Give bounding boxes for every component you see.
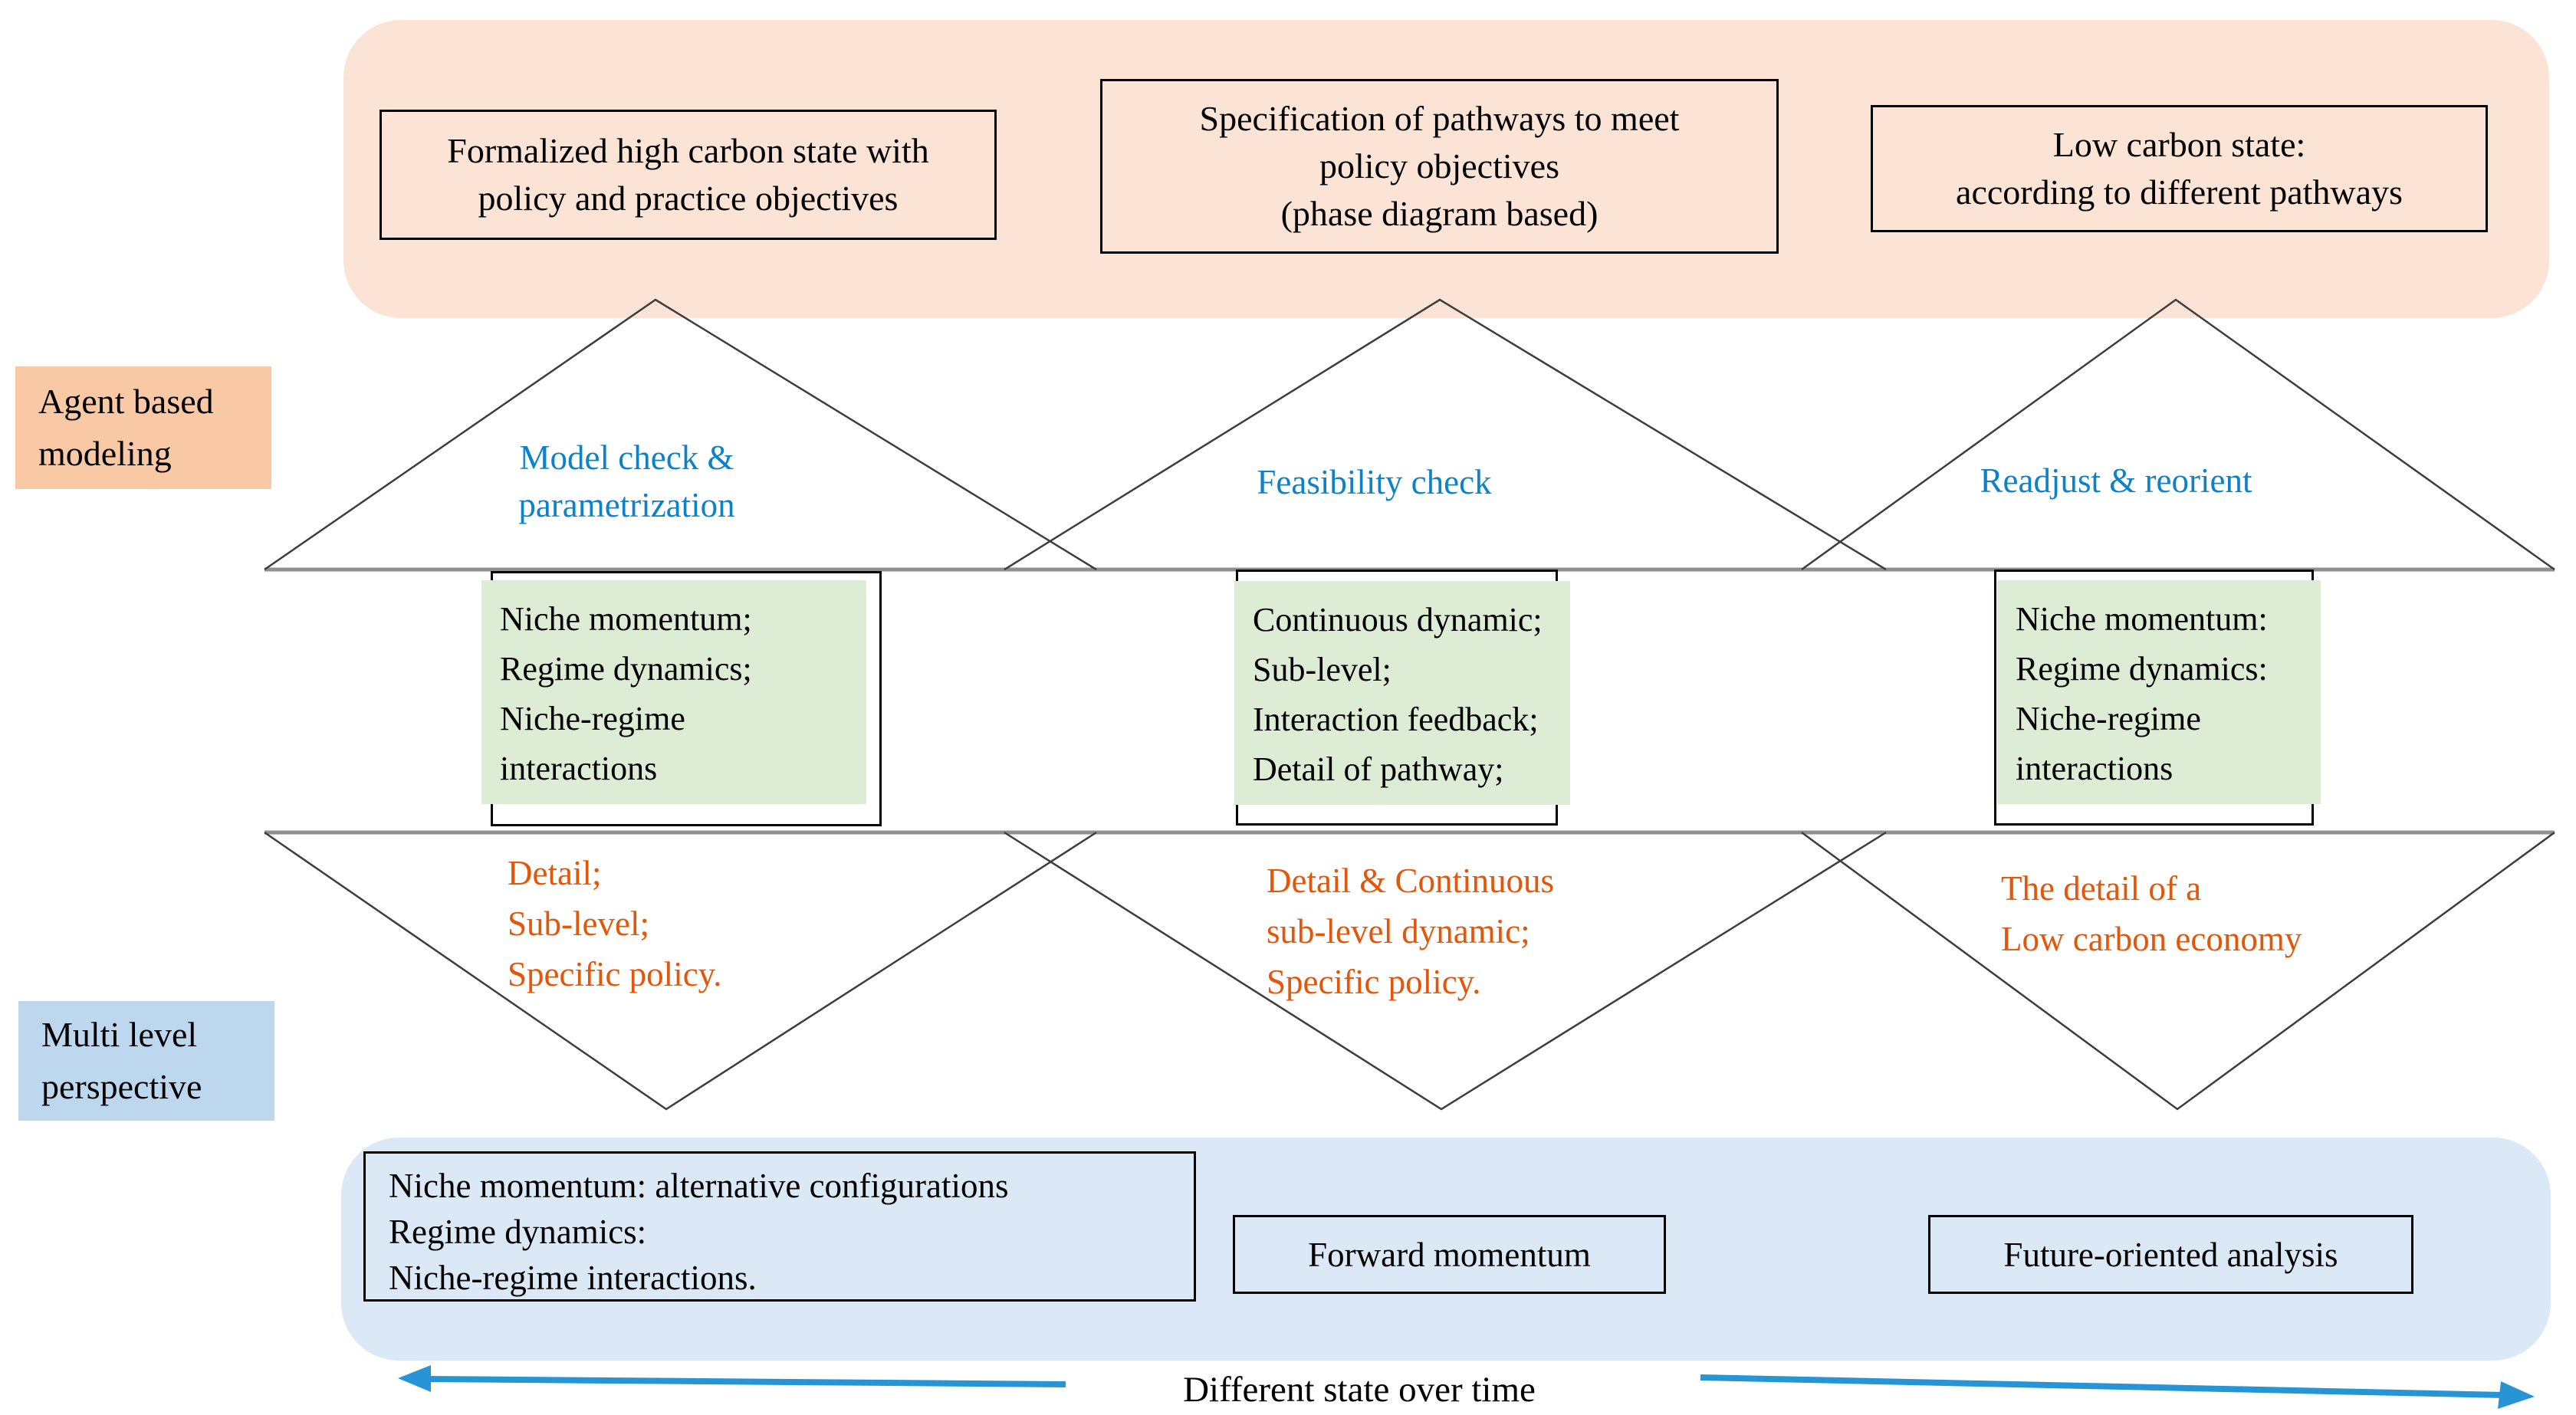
timeline-arrow-left [398,1365,1066,1392]
green-dynamics-box: Niche momentum: Regime dynamics: Niche-r… [1997,580,2321,804]
upper-triangle-label: Feasibility check [1257,463,1492,501]
niche-momentum-configurations-box: Niche momentum: alternative configuratio… [363,1151,1196,1302]
top-stage-panel [343,20,2549,318]
multi-level-perspective-label: Multi level perspective [18,1001,274,1121]
forward-momentum-box: Forward momentum [1233,1215,1666,1294]
upper-triangle-label: Model check & parametrization [518,438,735,524]
lower-triangle-label: Detail & Continuous sub-level dynamic; S… [1267,862,1554,1001]
green-dynamics-box: Continuous dynamic; Sub-level; Interacti… [1234,581,1570,805]
low-carbon-state-box: Low carbon state: according to different… [1871,105,2488,232]
green-dynamics-box: Niche momentum; Regime dynamics; Niche-r… [481,580,866,804]
pathway-specification-box: Specification of pathways to meet policy… [1100,79,1779,254]
timeline-caption: Different state over time [1183,1370,1536,1410]
lower-triangle-label: The detail of a Low carbon economy [2001,869,2302,958]
lower-triangle-label: Detail; Sub-level; Specific policy. [508,854,722,993]
bottom-stage-panel [341,1138,2551,1361]
agent-based-modeling-label: Agent based modeling [15,366,271,489]
high-carbon-state-box: Formalized high carbon state with policy… [380,110,997,240]
timeline-arrow-right [1700,1374,2535,1409]
future-oriented-analysis-box: Future-oriented analysis [1928,1215,2413,1294]
upper-triangle-label: Readjust & reorient [1980,461,2252,500]
